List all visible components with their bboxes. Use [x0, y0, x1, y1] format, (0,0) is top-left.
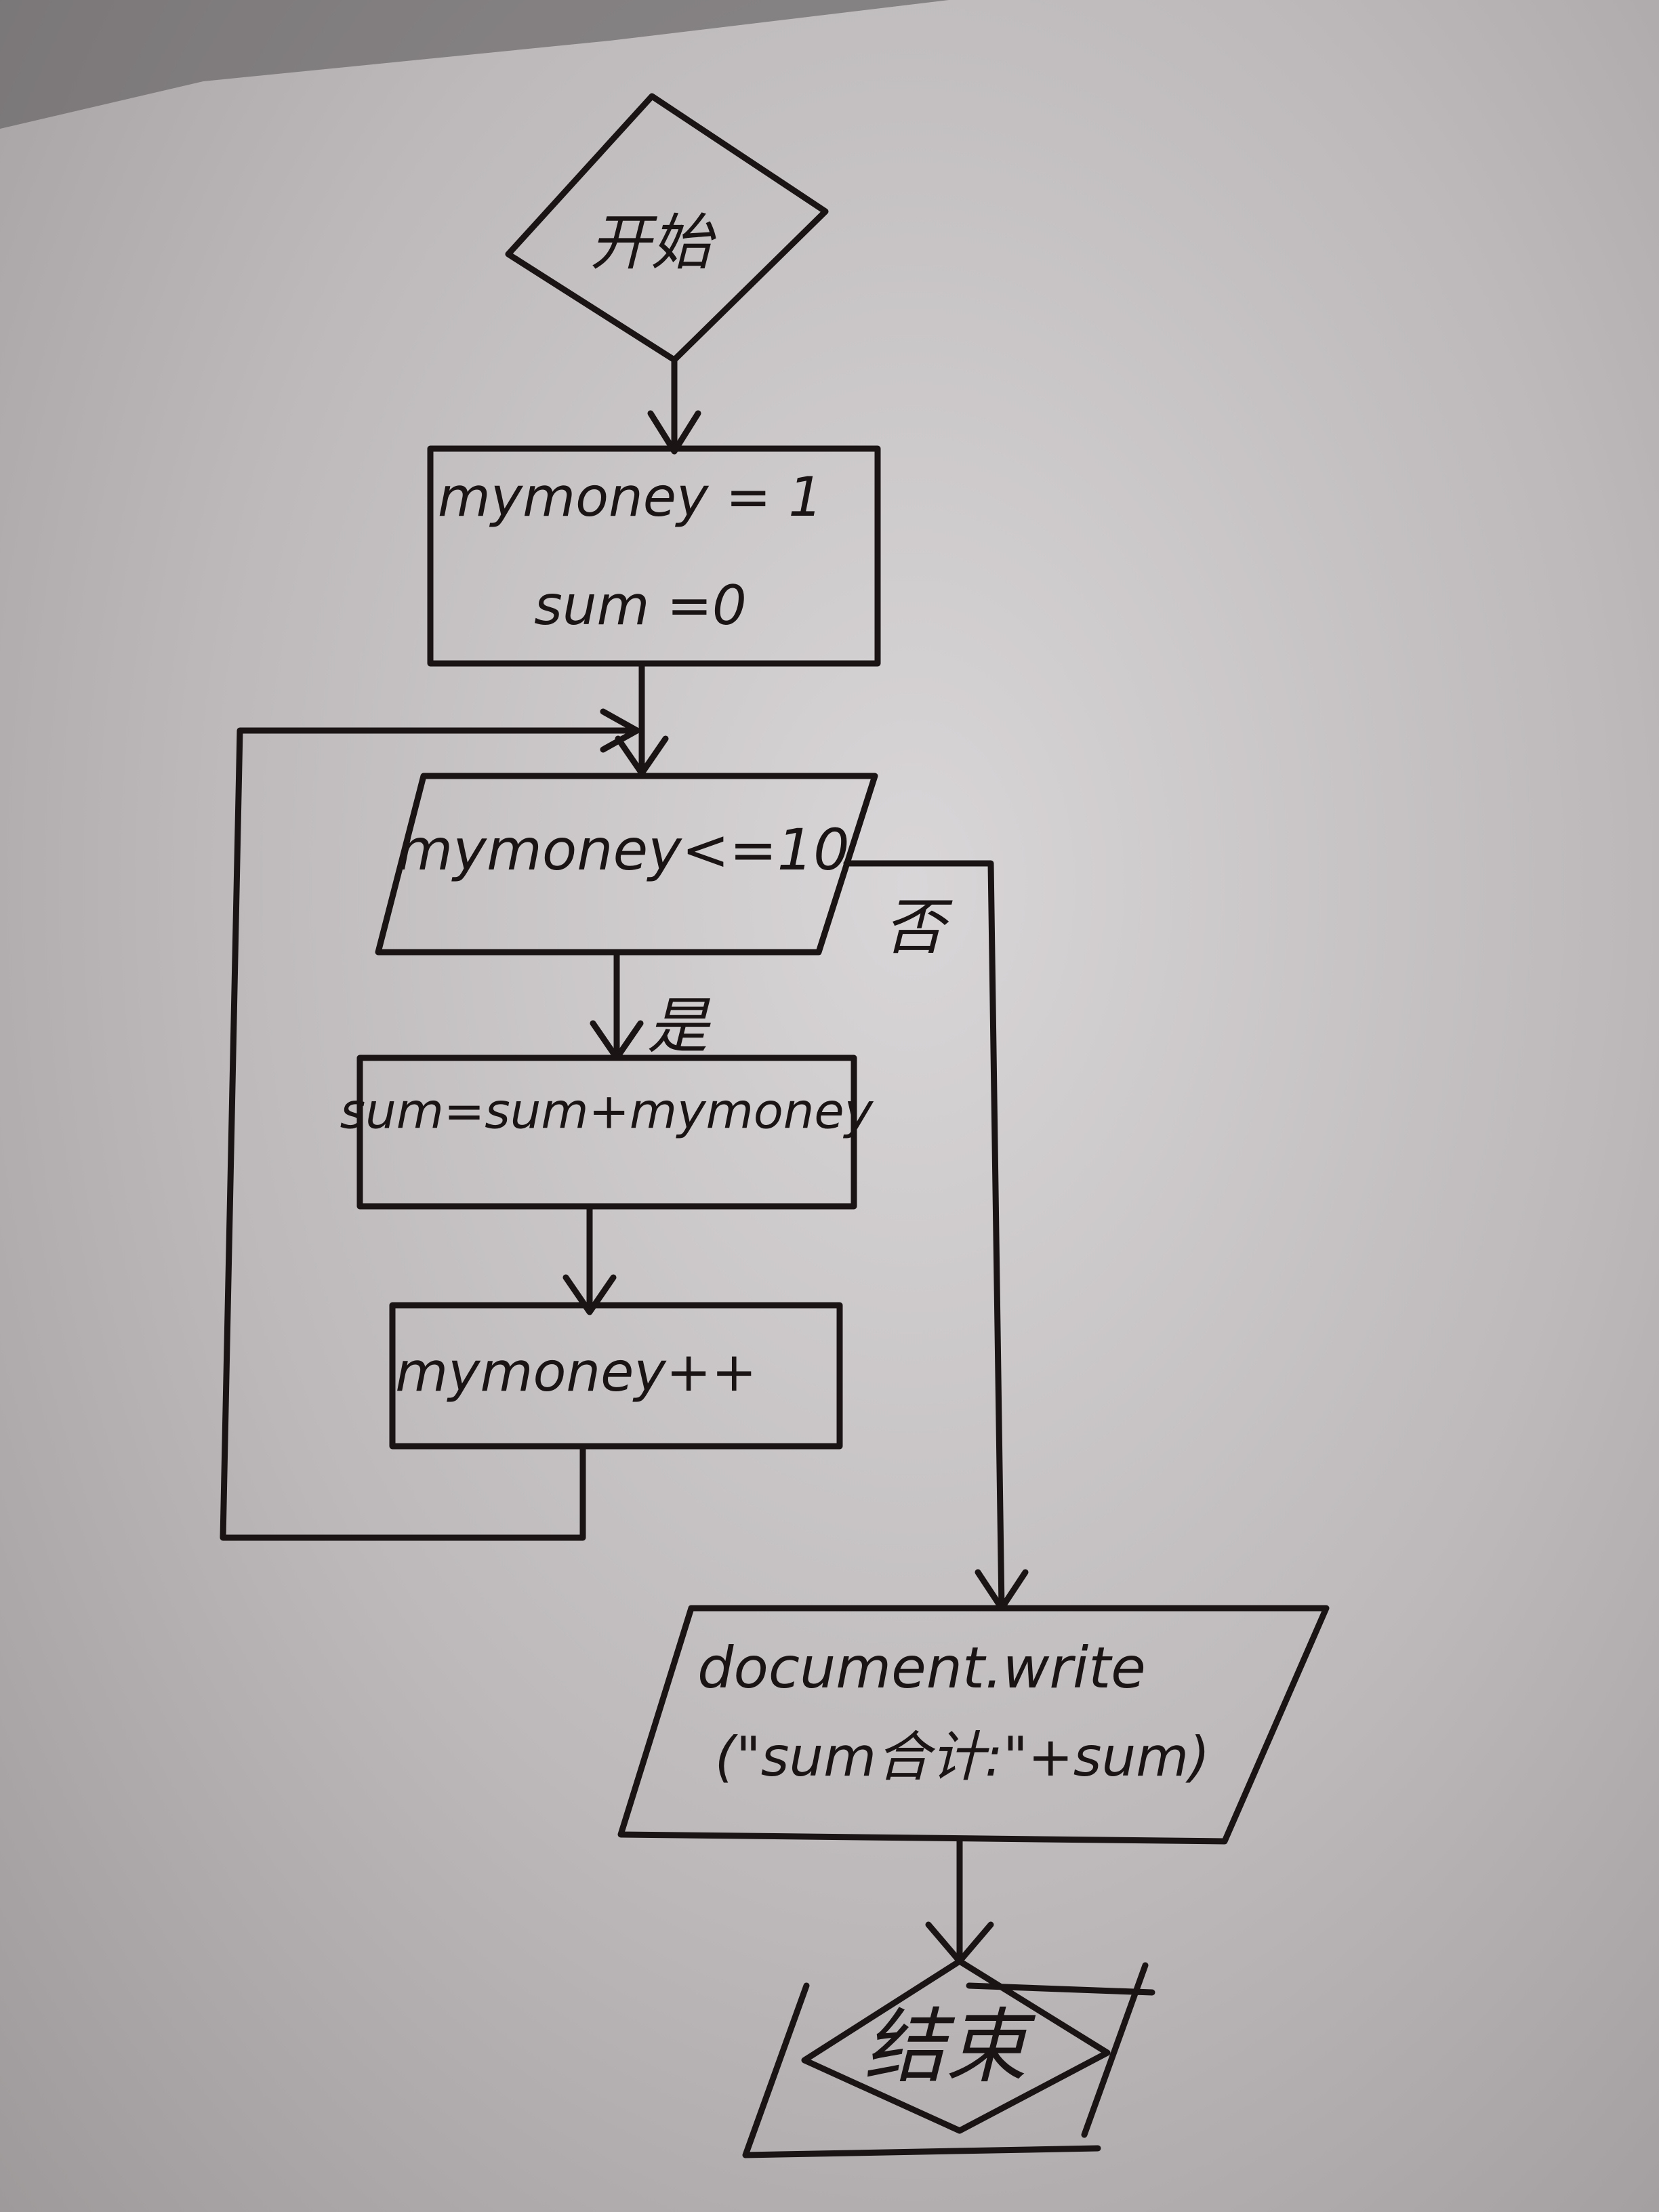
- arrow-init-condition: [615, 660, 669, 777]
- output-line2: ("sum合计:"+sum): [715, 1725, 1210, 1788]
- init-line2: sum =0: [534, 574, 747, 637]
- shadow-corner: [0, 0, 949, 129]
- end-label: 结束: [864, 2001, 1036, 2095]
- arrow-no-branch: [843, 860, 1029, 1612]
- sum-node: [356, 1054, 857, 1210]
- increment-label: mymoney++: [395, 1340, 756, 1404]
- output-node: [617, 1605, 1330, 1845]
- sum-label: sum=sum+mymoney: [340, 1083, 874, 1140]
- init-line1: mymoney = 1: [438, 466, 823, 529]
- start-label: 开始: [590, 207, 716, 279]
- end-node-outline: [742, 1962, 1155, 2158]
- condition-label: mymoney<=10: [397, 817, 849, 883]
- yes-label: 是: [647, 991, 711, 1062]
- arrow-loop-back: [220, 708, 640, 1541]
- arrow-start-init: [647, 356, 701, 455]
- init-node: [427, 445, 881, 667]
- arrow-output-end: [925, 1838, 994, 1965]
- no-label: 否: [884, 892, 953, 963]
- arrow-sum-increment: [562, 1203, 617, 1315]
- arrow-yes-branch: [590, 949, 644, 1061]
- condition-node: [375, 773, 878, 956]
- output-line1: document.write: [697, 1635, 1146, 1701]
- end-node: [801, 1958, 1111, 2134]
- increment-node: [389, 1302, 843, 1450]
